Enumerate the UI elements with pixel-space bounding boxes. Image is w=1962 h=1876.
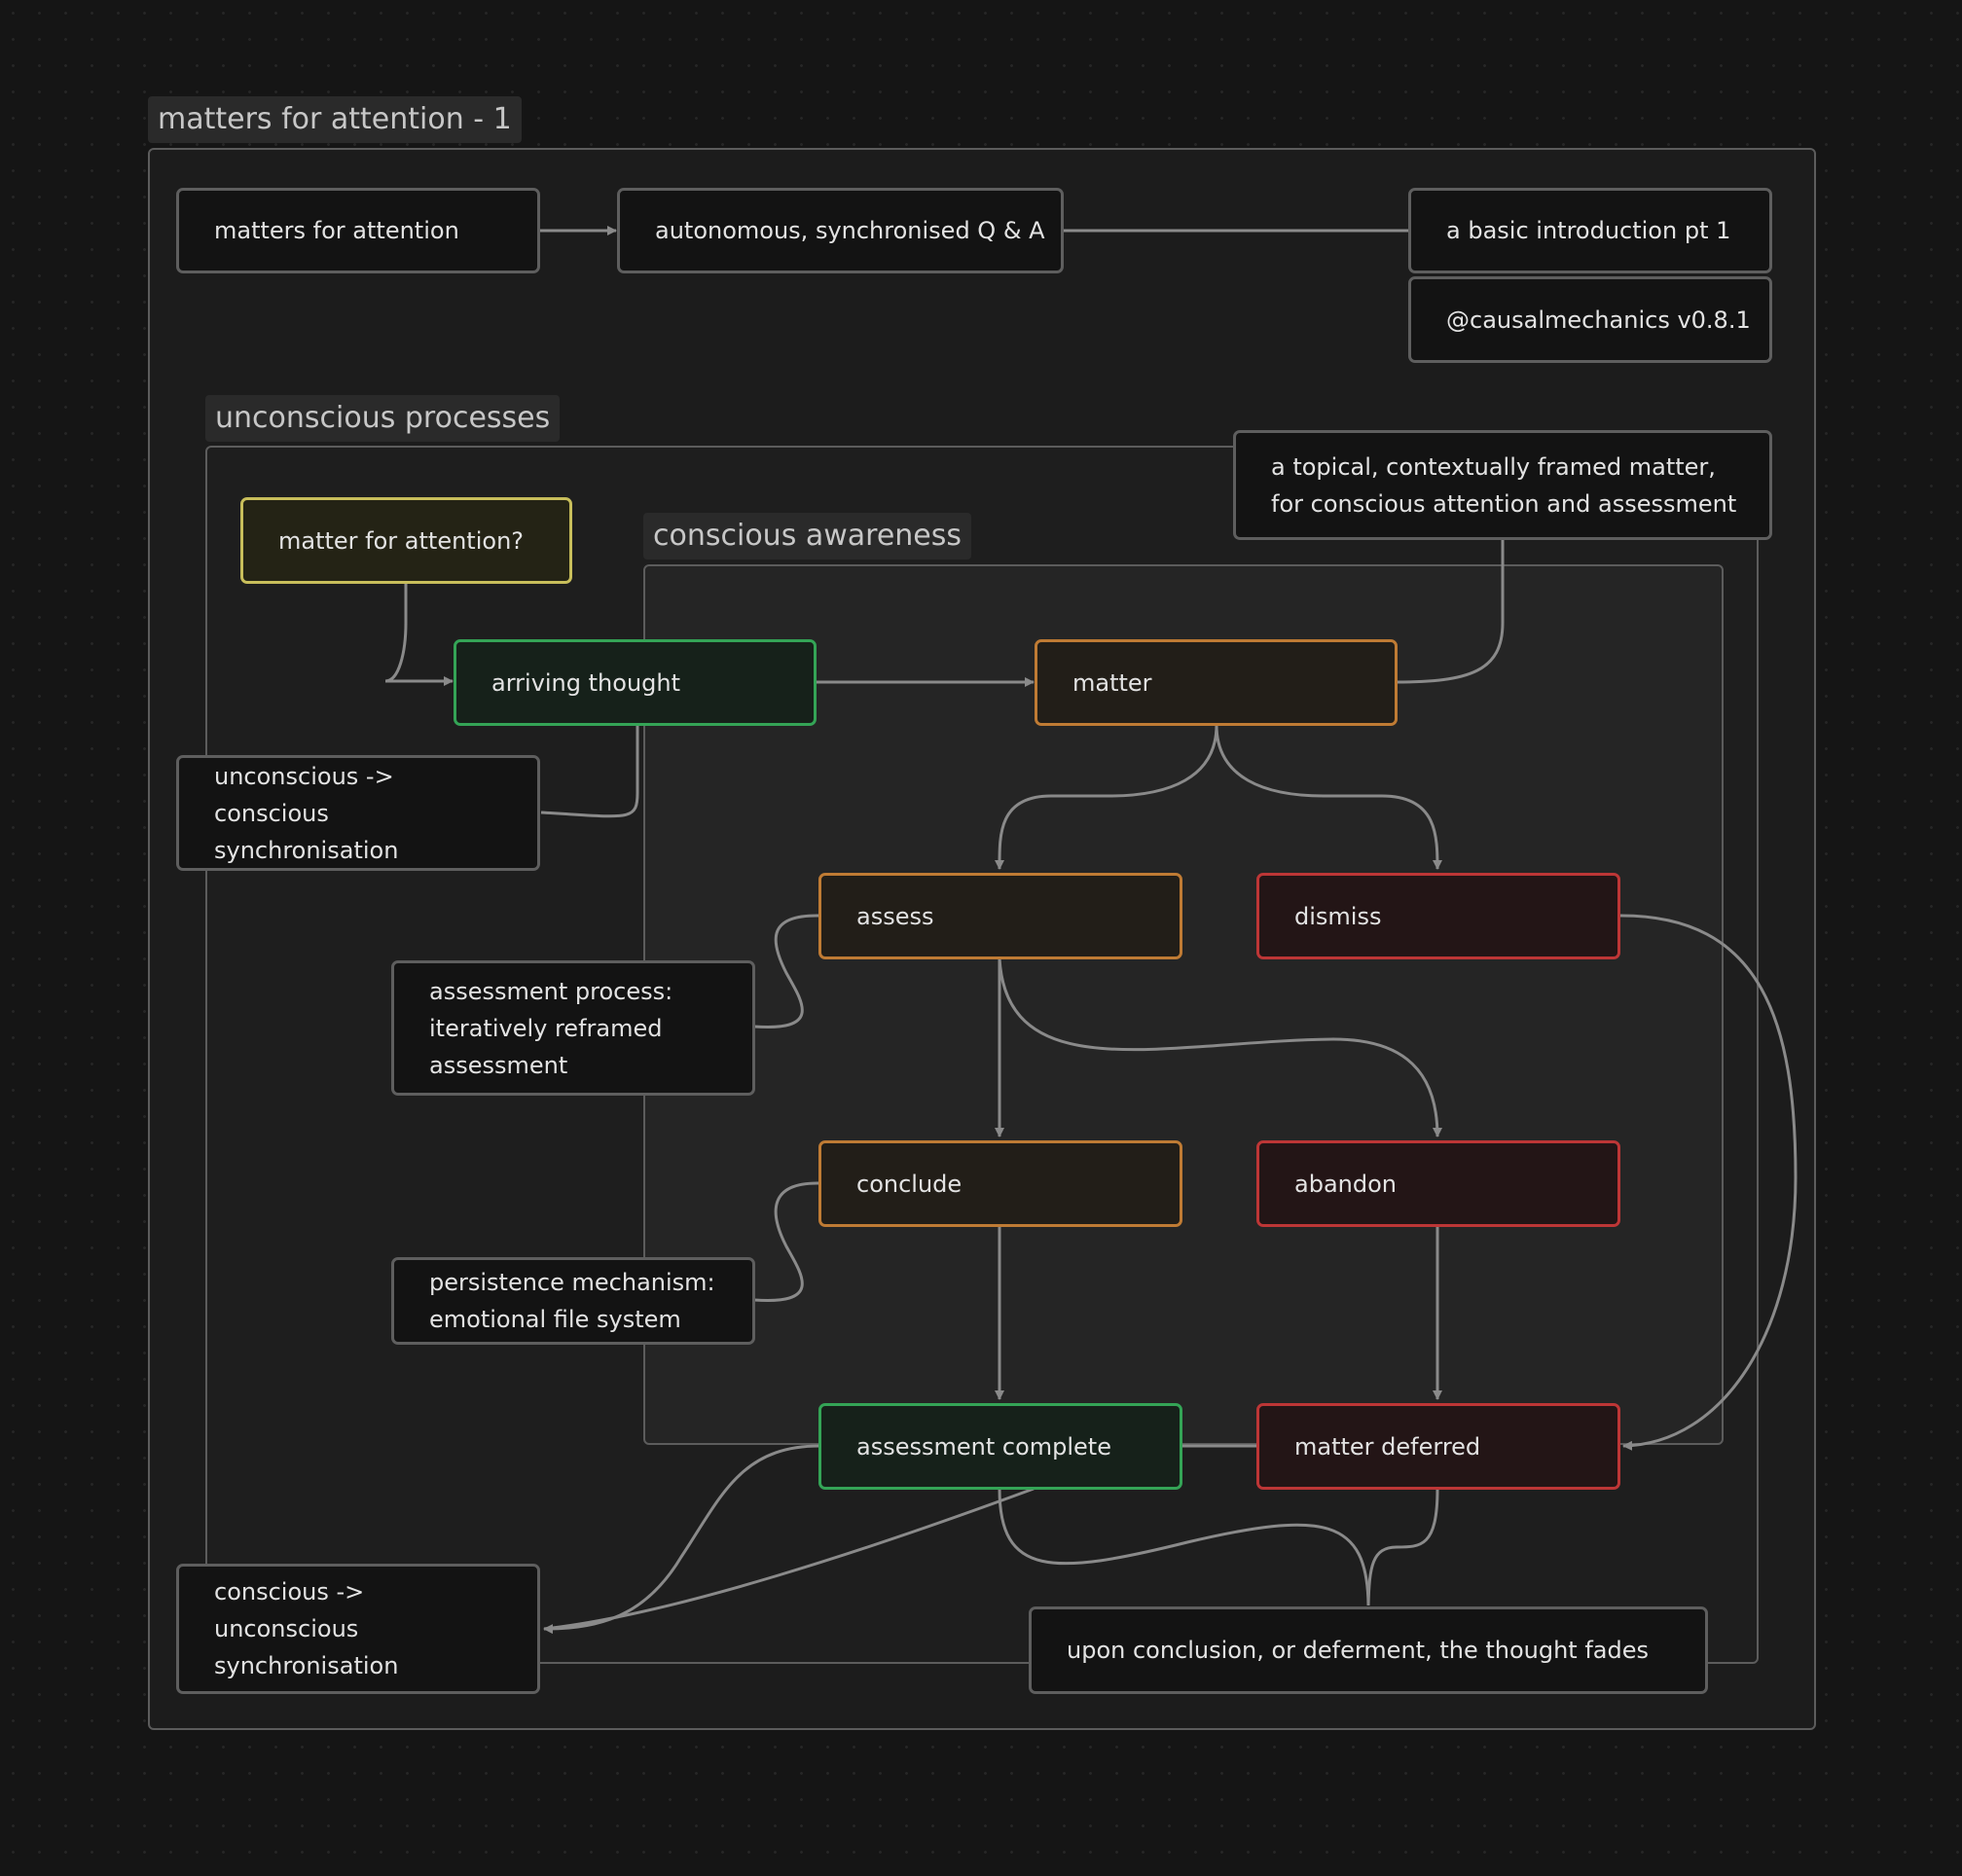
node-label: conclude — [856, 1170, 963, 1198]
node-assessment-complete[interactable]: assessment complete — [818, 1403, 1182, 1490]
node-topical-matter[interactable]: a topical, contextually framed matter, f… — [1233, 430, 1772, 540]
node-label: matter for attention? — [278, 526, 525, 555]
node-unconscious-to-conscious-sync[interactable]: unconscious -> conscious synchronisation — [176, 755, 540, 871]
node-label: arriving thought — [491, 668, 681, 697]
group-label-conscious-awareness[interactable]: conscious awareness — [643, 513, 972, 559]
edge-complete-to-fades — [998, 1488, 1370, 1606]
node-matters-for-attention[interactable]: matters for attention — [176, 188, 540, 273]
node-thought-fades[interactable]: upon conclusion, or deferment, the thoug… — [1029, 1606, 1708, 1694]
node-persistence-mechanism[interactable]: persistence mechanism: emotional file sy… — [391, 1257, 755, 1345]
node-label: abandon — [1294, 1170, 1397, 1198]
edge-matter-to-assess — [994, 724, 1218, 870]
edge-complete-to-sync-2 — [543, 1487, 1035, 1631]
group-label-matters-for-attention-1[interactable]: matters for attention - 1 — [148, 96, 522, 143]
node-label: matter — [1072, 668, 1152, 697]
node-label: assessment complete — [856, 1432, 1111, 1461]
node-label: matters for attention — [214, 217, 459, 244]
node-autonomous-qa[interactable]: autonomous, synchronised Q & A — [617, 188, 1064, 273]
edge-matter-to-dismiss — [1215, 724, 1442, 870]
edge-deferred-to-fades — [1366, 1488, 1439, 1606]
node-matter-deferred[interactable]: matter deferred — [1256, 1403, 1620, 1490]
edge-arriving-to-sync — [540, 725, 639, 818]
node-assessment-process[interactable]: assessment process: iteratively reframed… — [391, 960, 755, 1096]
edge-complete-to-sync — [543, 1444, 820, 1635]
node-conscious-to-unconscious-sync[interactable]: conscious -> unconscious synchronisation — [176, 1564, 540, 1694]
edge-assess-to-abandon — [998, 957, 1442, 1137]
node-assess[interactable]: assess — [818, 873, 1182, 959]
node-basic-introduction[interactable]: a basic introduction pt 1 — [1408, 188, 1772, 273]
node-matter-for-attention-question[interactable]: matter for attention? — [240, 497, 572, 584]
node-causalmechanics-version[interactable]: @causalmechanics v0.8.1 — [1408, 276, 1772, 363]
node-conclude[interactable]: conclude — [818, 1140, 1182, 1227]
node-label: a topical, contextually framed matter, f… — [1271, 452, 1737, 518]
node-label: persistence mechanism: emotional file sy… — [429, 1269, 715, 1333]
node-label: assess — [856, 902, 934, 930]
edge-matter-q-to-arriving — [384, 584, 454, 686]
node-label: conscious -> unconscious synchronisation — [214, 1578, 399, 1679]
node-label: assessment process: iteratively reframed… — [429, 977, 673, 1079]
edge-persistence-to-conclude — [753, 1181, 820, 1303]
node-label: @causalmechanics v0.8.1 — [1446, 306, 1751, 334]
node-dismiss[interactable]: dismiss — [1256, 873, 1620, 959]
node-label: upon conclusion, or deferment, the thoug… — [1067, 1637, 1649, 1664]
node-label: autonomous, synchronised Q & A — [655, 217, 1045, 244]
node-label: a basic introduction pt 1 — [1446, 217, 1731, 244]
edge-topical-to-matter — [1395, 540, 1505, 684]
node-label: matter deferred — [1294, 1432, 1481, 1461]
edge-process-to-assess — [753, 914, 820, 1029]
edge-dismiss-to-deferred — [1618, 914, 1798, 1451]
group-label-unconscious-processes[interactable]: unconscious processes — [205, 395, 561, 442]
node-abandon[interactable]: abandon — [1256, 1140, 1620, 1227]
node-matter[interactable]: matter — [1035, 639, 1398, 726]
node-arriving-thought[interactable]: arriving thought — [454, 639, 817, 726]
node-label: dismiss — [1294, 902, 1382, 930]
node-label: unconscious -> conscious synchronisation — [214, 762, 399, 864]
